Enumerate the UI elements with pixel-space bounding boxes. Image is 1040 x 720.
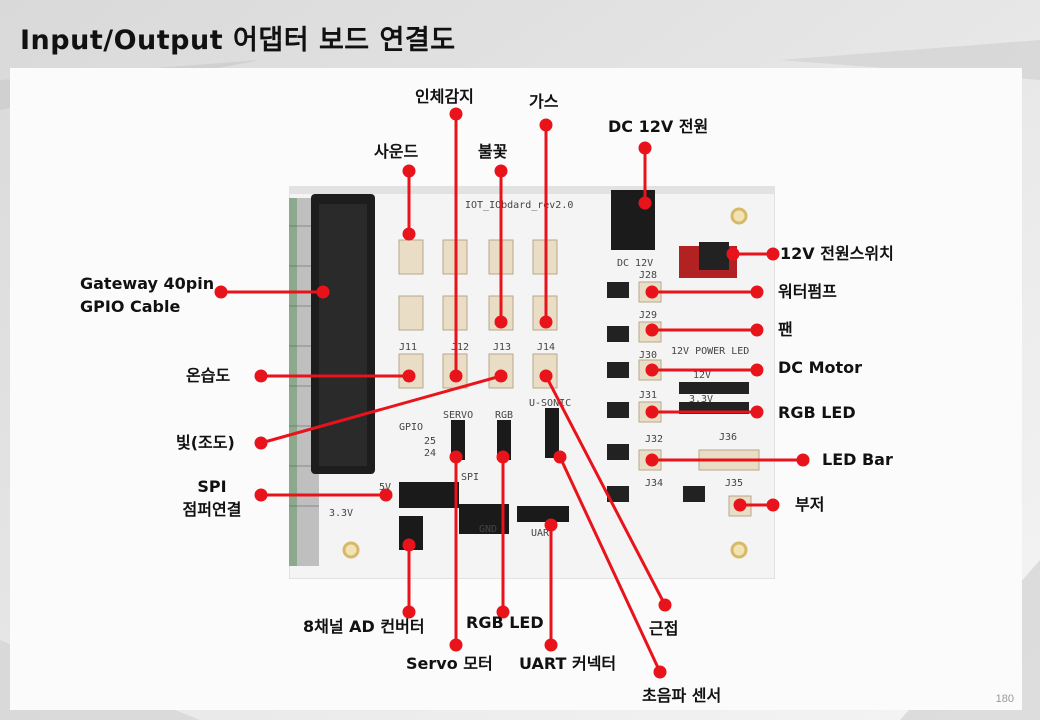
j11-silk: J11: [399, 342, 417, 353]
label-water-pump: 워터펌프: [778, 282, 837, 301]
label-dc-power: DC 12V 전원: [608, 117, 709, 136]
label-spi-line2: 점퍼연결: [182, 500, 242, 519]
gpio-silk: GPIO: [399, 422, 423, 433]
v12-silk: 12V: [693, 370, 711, 381]
power-led-silk: 12V POWER LED: [671, 346, 749, 357]
j35-silk: J35: [725, 478, 743, 489]
label-gateway-line1: Gateway 40pin: [80, 274, 215, 293]
j28-silk: J28: [639, 270, 657, 281]
label-flame: 불꽃: [478, 142, 508, 161]
slide-title: Input/Output 어댑터 보드 연결도: [20, 25, 456, 56]
label-uart: UART 커넥터: [519, 654, 617, 673]
label-spi-line1: SPI: [197, 477, 227, 496]
j12-silk: J12: [451, 342, 469, 353]
uart-silk: UART: [531, 528, 555, 539]
label-temp-humidity: 온습도: [186, 366, 231, 385]
j29-silk: J29: [639, 310, 657, 321]
dc12v-silk: DC 12V: [617, 258, 653, 269]
label-motion: 인체감지: [415, 87, 474, 106]
label-rgb-led-bottom: RGB LED: [466, 613, 544, 632]
spi-silk: SPI: [461, 472, 479, 483]
j30-silk: J30: [639, 350, 657, 361]
label-adc: 8채널 AD 컨버터: [303, 617, 425, 636]
v33-lower-silk: 3.3V: [329, 508, 353, 519]
j36-silk: J36: [719, 432, 737, 443]
j32-silk: J32: [645, 434, 663, 445]
usonic-silk: U-SONIC: [529, 398, 571, 409]
label-proximity: 근접: [649, 619, 679, 638]
label-gateway-line2: GPIO Cable: [80, 297, 181, 316]
v33-silk: 3.3V: [689, 394, 713, 405]
label-fan: 팬: [778, 320, 793, 339]
label-ultrasonic: 초음파 센서: [642, 686, 722, 705]
io-adapter-board: IOT_IObdard_rev2.0 DC 12V 12V POWER LED …: [289, 186, 775, 579]
j31-silk: J31: [639, 390, 657, 401]
label-led-bar: LED Bar: [822, 450, 893, 469]
label-buzzer: 부저: [795, 495, 825, 514]
board-name-text: IOT_IObdard_rev2.0: [465, 200, 573, 211]
gpio-25-silk: 25: [424, 436, 436, 447]
servo-silk: SERVO: [443, 410, 473, 421]
label-servo: Servo 모터: [406, 654, 493, 673]
gnd-silk: GND: [479, 524, 497, 535]
page-number: 180: [995, 693, 1014, 705]
label-gas: 가스: [529, 92, 559, 111]
v5-silk: 5V: [379, 482, 391, 493]
sensor-connectors: [398, 239, 558, 389]
gpio-ribbon-cable: [289, 194, 375, 566]
j14-silk: J14: [537, 342, 555, 353]
rgb-silk: RGB: [495, 410, 513, 421]
label-light: 빛(조도): [176, 433, 235, 452]
gpio-24-silk: 24: [424, 448, 436, 459]
j34-silk: J34: [645, 478, 663, 489]
label-dc-motor: DC Motor: [778, 358, 863, 377]
label-rgb-led-right: RGB LED: [778, 403, 856, 422]
label-power-switch: 12V 전원스위치: [780, 244, 894, 263]
power-switch: [679, 242, 737, 278]
j13-silk: J13: [493, 342, 511, 353]
label-sound: 사운드: [374, 142, 419, 161]
